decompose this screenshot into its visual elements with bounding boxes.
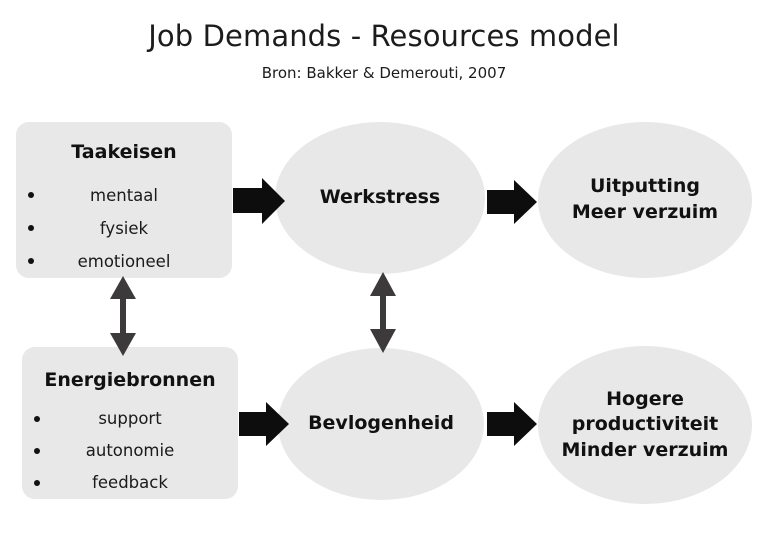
list-item: mentaal <box>16 179 232 212</box>
box-job-demands-bullet-list: mentaal fysiek emotioneel <box>16 179 232 278</box>
page-subtitle: Bron: Bakker & Demerouti, 2007 <box>261 64 507 82</box>
bullet-dot-icon <box>34 479 40 486</box>
arrow-demands-resources-link-icon <box>110 276 136 356</box>
arrow-workstress-to-exhaustion-icon <box>487 180 537 224</box>
box-job-demands[interactable]: Taakeisen mentaal fysiek emotioneel <box>16 122 232 278</box>
list-item: support <box>22 403 238 435</box>
list-item-label: emotioneel <box>77 251 171 271</box>
page-title: Job Demands - Resources model <box>148 19 620 53</box>
box-job-resources-bullet-list: support autonomie feedback <box>22 403 238 499</box>
box-job-resources[interactable]: Energiebronnen support autonomie feedbac… <box>22 347 238 499</box>
arrow-engagement-to-productivity-icon <box>487 402 537 446</box>
list-item: fysiek <box>16 212 232 245</box>
bullet-dot-icon <box>28 258 34 265</box>
list-item-label: fysiek <box>99 218 149 238</box>
ellipse-workstress-label: Werkstress <box>319 186 441 209</box>
ellipse-engagement[interactable]: Bevlogenheid <box>278 348 484 500</box>
list-item: feedback <box>22 467 238 499</box>
list-item: emotioneel <box>16 245 232 278</box>
bullet-dot-icon <box>34 415 40 422</box>
box-job-demands-title: Taakeisen <box>71 141 177 163</box>
list-item-label: autonomie <box>85 440 175 460</box>
bullet-dot-icon <box>28 225 34 232</box>
box-job-resources-title: Energiebronnen <box>44 369 216 391</box>
ellipse-engagement-label: Bevlogenheid <box>308 412 454 435</box>
bullet-dot-icon <box>28 192 34 199</box>
list-item-label: mentaal <box>90 185 158 205</box>
bullet-dot-icon <box>34 447 40 454</box>
list-item: autonomie <box>22 435 238 467</box>
ellipse-workstress[interactable]: Werkstress <box>275 122 485 274</box>
list-item-label: feedback <box>92 472 168 492</box>
list-item-label: support <box>98 408 162 428</box>
arrow-workstress-engagement-link-icon <box>370 272 396 353</box>
